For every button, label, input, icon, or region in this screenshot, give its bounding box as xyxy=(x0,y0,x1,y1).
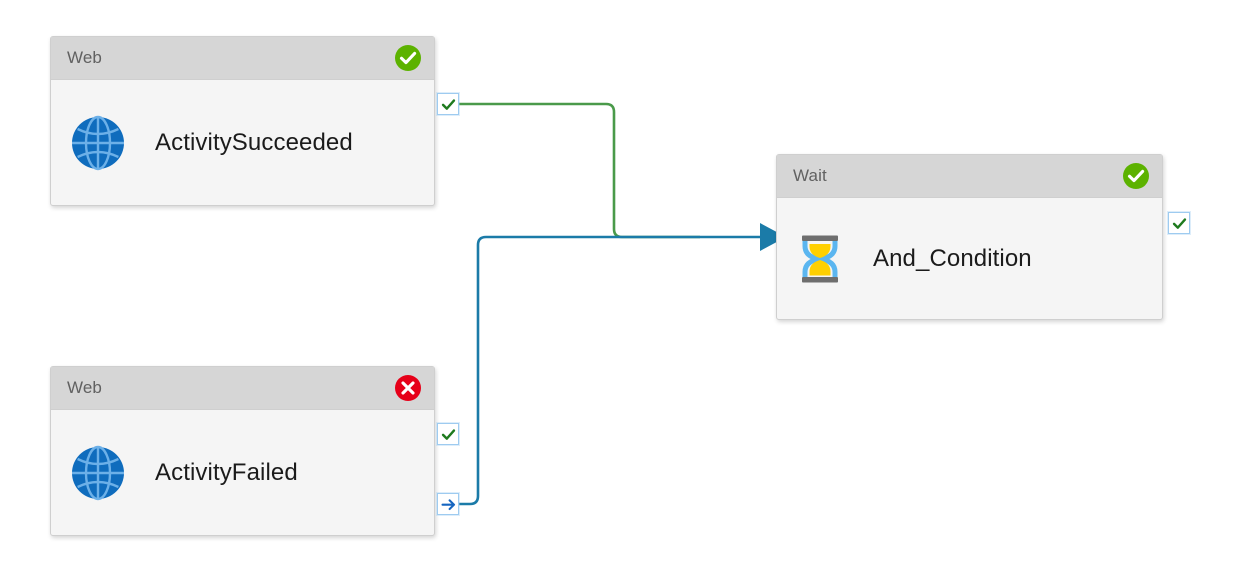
status-error-icon xyxy=(394,374,422,402)
activity-name-label: And_Condition xyxy=(873,244,1032,272)
activity-card-activity-succeeded[interactable]: Web xyxy=(50,36,435,206)
activity-card-body: ActivitySucceeded xyxy=(51,80,434,205)
activity-card-header: Wait xyxy=(777,155,1162,198)
activity-name-label: ActivityFailed xyxy=(155,458,298,486)
activity-card-body: ActivityFailed xyxy=(51,410,434,535)
activity-card-header: Web xyxy=(51,367,434,410)
connector-failed-to-and xyxy=(459,235,760,506)
activity-type-label: Web xyxy=(67,48,102,67)
activity-card-and-condition[interactable]: Wait And_Condition xyxy=(776,154,1163,320)
status-success-icon xyxy=(1122,162,1150,190)
connector-succeeded-to-and xyxy=(459,102,700,239)
activity-type-label: Wait xyxy=(793,166,827,185)
globe-icon xyxy=(69,444,127,502)
output-handle-success-and-condition[interactable] xyxy=(1168,212,1190,234)
activity-card-body: And_Condition xyxy=(777,198,1162,319)
globe-icon xyxy=(69,114,127,172)
output-handle-success-activity-succeeded[interactable] xyxy=(437,93,459,115)
hourglass-icon xyxy=(795,232,845,286)
status-success-icon xyxy=(394,44,422,72)
activity-type-label: Web xyxy=(67,378,102,397)
activity-card-activity-failed[interactable]: Web xyxy=(50,366,435,536)
output-handle-success-activity-failed[interactable] xyxy=(437,423,459,445)
activity-card-header: Web xyxy=(51,37,434,80)
activity-name-label: ActivitySucceeded xyxy=(155,128,353,156)
output-handle-completion-activity-failed[interactable] xyxy=(437,493,459,515)
